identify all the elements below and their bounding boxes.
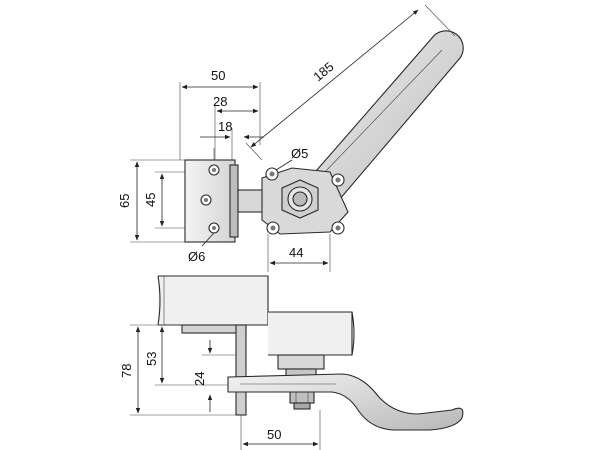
dimension-diameter-6: Ø6 (188, 232, 215, 264)
dim-label-65: 65 (117, 194, 132, 208)
top-view: 50 28 18 65 45 (117, 4, 464, 272)
dimension-18: 18 (200, 119, 264, 160)
dim-label-78: 78 (119, 364, 134, 378)
dimension-28: 28 (213, 94, 259, 160)
dim-label-18: 18 (218, 119, 232, 134)
dimension-50-top: 50 (179, 68, 261, 160)
door-frame (268, 311, 355, 356)
dim-label-24: 24 (192, 372, 207, 386)
dimension-53: 53 (144, 326, 228, 386)
dimension-78: 78 (119, 324, 236, 416)
angle-bracket (181, 324, 247, 416)
dim-label-28: 28 (213, 94, 227, 109)
dim-label-50: 50 (211, 68, 225, 83)
dimension-50-bottom: 50 (240, 410, 321, 450)
door-leaf (157, 275, 269, 326)
dim-label-45: 45 (143, 193, 158, 207)
lever-side (227, 373, 464, 431)
side-view: 78 53 24 50 (119, 275, 464, 450)
mounting-plate (184, 148, 239, 243)
dim-label-50-bottom: 50 (267, 427, 281, 442)
dim-label-d5: Ø5 (291, 146, 308, 161)
dim-label-44: 44 (289, 245, 303, 260)
dimension-65: 65 (117, 159, 185, 243)
dimension-24: 24 (192, 340, 236, 412)
base-flange (261, 167, 349, 235)
dimension-diameter-5: Ø5 (275, 146, 308, 171)
dim-label-d6: Ø6 (188, 249, 205, 264)
dim-label-53: 53 (144, 352, 159, 366)
dimension-44: 44 (267, 234, 331, 272)
